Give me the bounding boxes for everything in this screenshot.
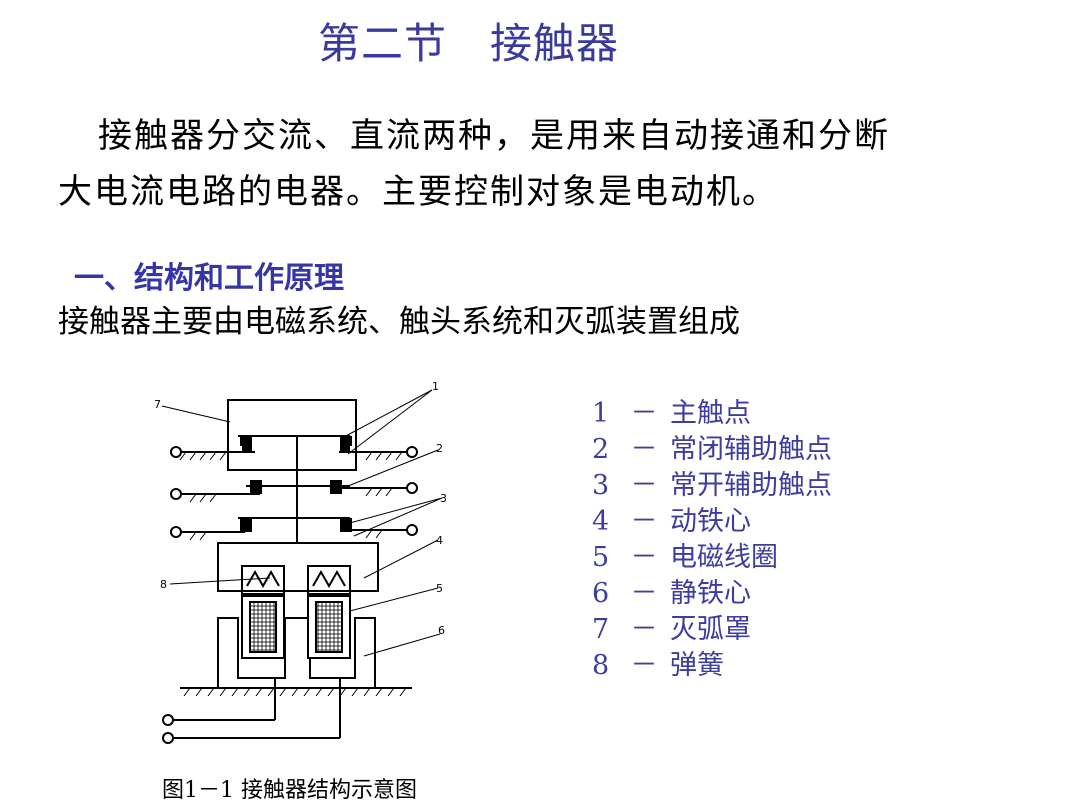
legend-item: 5 － 电磁线圈 [592, 540, 832, 576]
legend-dash: － [630, 398, 658, 429]
legend-number: 3 [592, 470, 610, 501]
legend-dash: － [630, 650, 658, 681]
legend-dash: － [630, 542, 658, 573]
legend-label: 主触点 [670, 398, 751, 429]
callout-5: 5 [436, 582, 443, 595]
legend-number: 8 [592, 650, 610, 681]
legend-dash: － [630, 614, 658, 645]
legend-label: 灭弧罩 [670, 614, 751, 645]
callout-7: 7 [154, 398, 161, 411]
legend-item: 8 － 弹簧 [592, 648, 832, 684]
legend-item: 6 － 静铁心 [592, 576, 832, 612]
legend-item: 2 － 常闭辅助触点 [592, 432, 832, 468]
callout-1: 1 [432, 380, 439, 393]
callout-8: 8 [160, 578, 167, 591]
legend-dash: － [630, 434, 658, 465]
legend-dash: － [630, 578, 658, 609]
legend-number: 5 [592, 542, 610, 573]
callout-2: 2 [436, 442, 443, 455]
legend-label: 动铁心 [670, 506, 751, 537]
legend-label: 常开辅助触点 [670, 470, 832, 501]
legend-item: 7 － 灭弧罩 [592, 612, 832, 648]
legend-item: 1 － 主触点 [592, 396, 832, 432]
legend-dash: － [630, 506, 658, 537]
arc-chute [227, 399, 357, 471]
legend-number: 4 [592, 506, 610, 537]
legend-dash: － [630, 470, 658, 501]
electromagnetic-coils [241, 595, 351, 659]
legend-label: 弹簧 [670, 650, 724, 681]
callout-3: 3 [440, 492, 447, 505]
intro-paragraph: 接触器分交流、直流两种，是用来自动接通和分断 大电流电路的电器。主要控制对象是电… [58, 108, 1048, 220]
callout-4: 4 [436, 534, 443, 547]
intro-line-1: 接触器分交流、直流两种，是用来自动接通和分断 [98, 116, 890, 156]
figure-caption: 图1－1 接触器结构示意图 [162, 778, 417, 803]
section-heading: 一、结构和工作原理 [74, 261, 344, 296]
callout-6: 6 [438, 624, 445, 637]
legend-label: 常闭辅助触点 [670, 434, 832, 465]
legend-number: 7 [592, 614, 610, 645]
section-text: 接触器主要由电磁系统、触头系统和灭弧装置组成 [58, 304, 740, 340]
intro-line-2: 大电流电路的电器。主要控制对象是电动机。 [58, 172, 778, 212]
legend-number: 6 [592, 578, 610, 609]
contactor-structure-diagram: 7 1 2 3 4 8 5 6 [154, 380, 447, 744]
legend-label: 静铁心 [670, 578, 751, 609]
slide-title: 第二节 接触器 [318, 19, 620, 68]
legend-item: 3 － 常开辅助触点 [592, 468, 832, 504]
legend-number: 1 [592, 398, 610, 429]
legend-item: 4 － 动铁心 [592, 504, 832, 540]
static-core [217, 617, 376, 688]
legend-number: 2 [592, 434, 610, 465]
legend-label: 电磁线圈 [670, 542, 778, 573]
moving-core [217, 542, 379, 592]
component-legend: 1 － 主触点 2 － 常闭辅助触点 3 － 常开辅助触点 4 － 动铁心 5 － 电磁线圈 6 － 静… [592, 396, 832, 684]
